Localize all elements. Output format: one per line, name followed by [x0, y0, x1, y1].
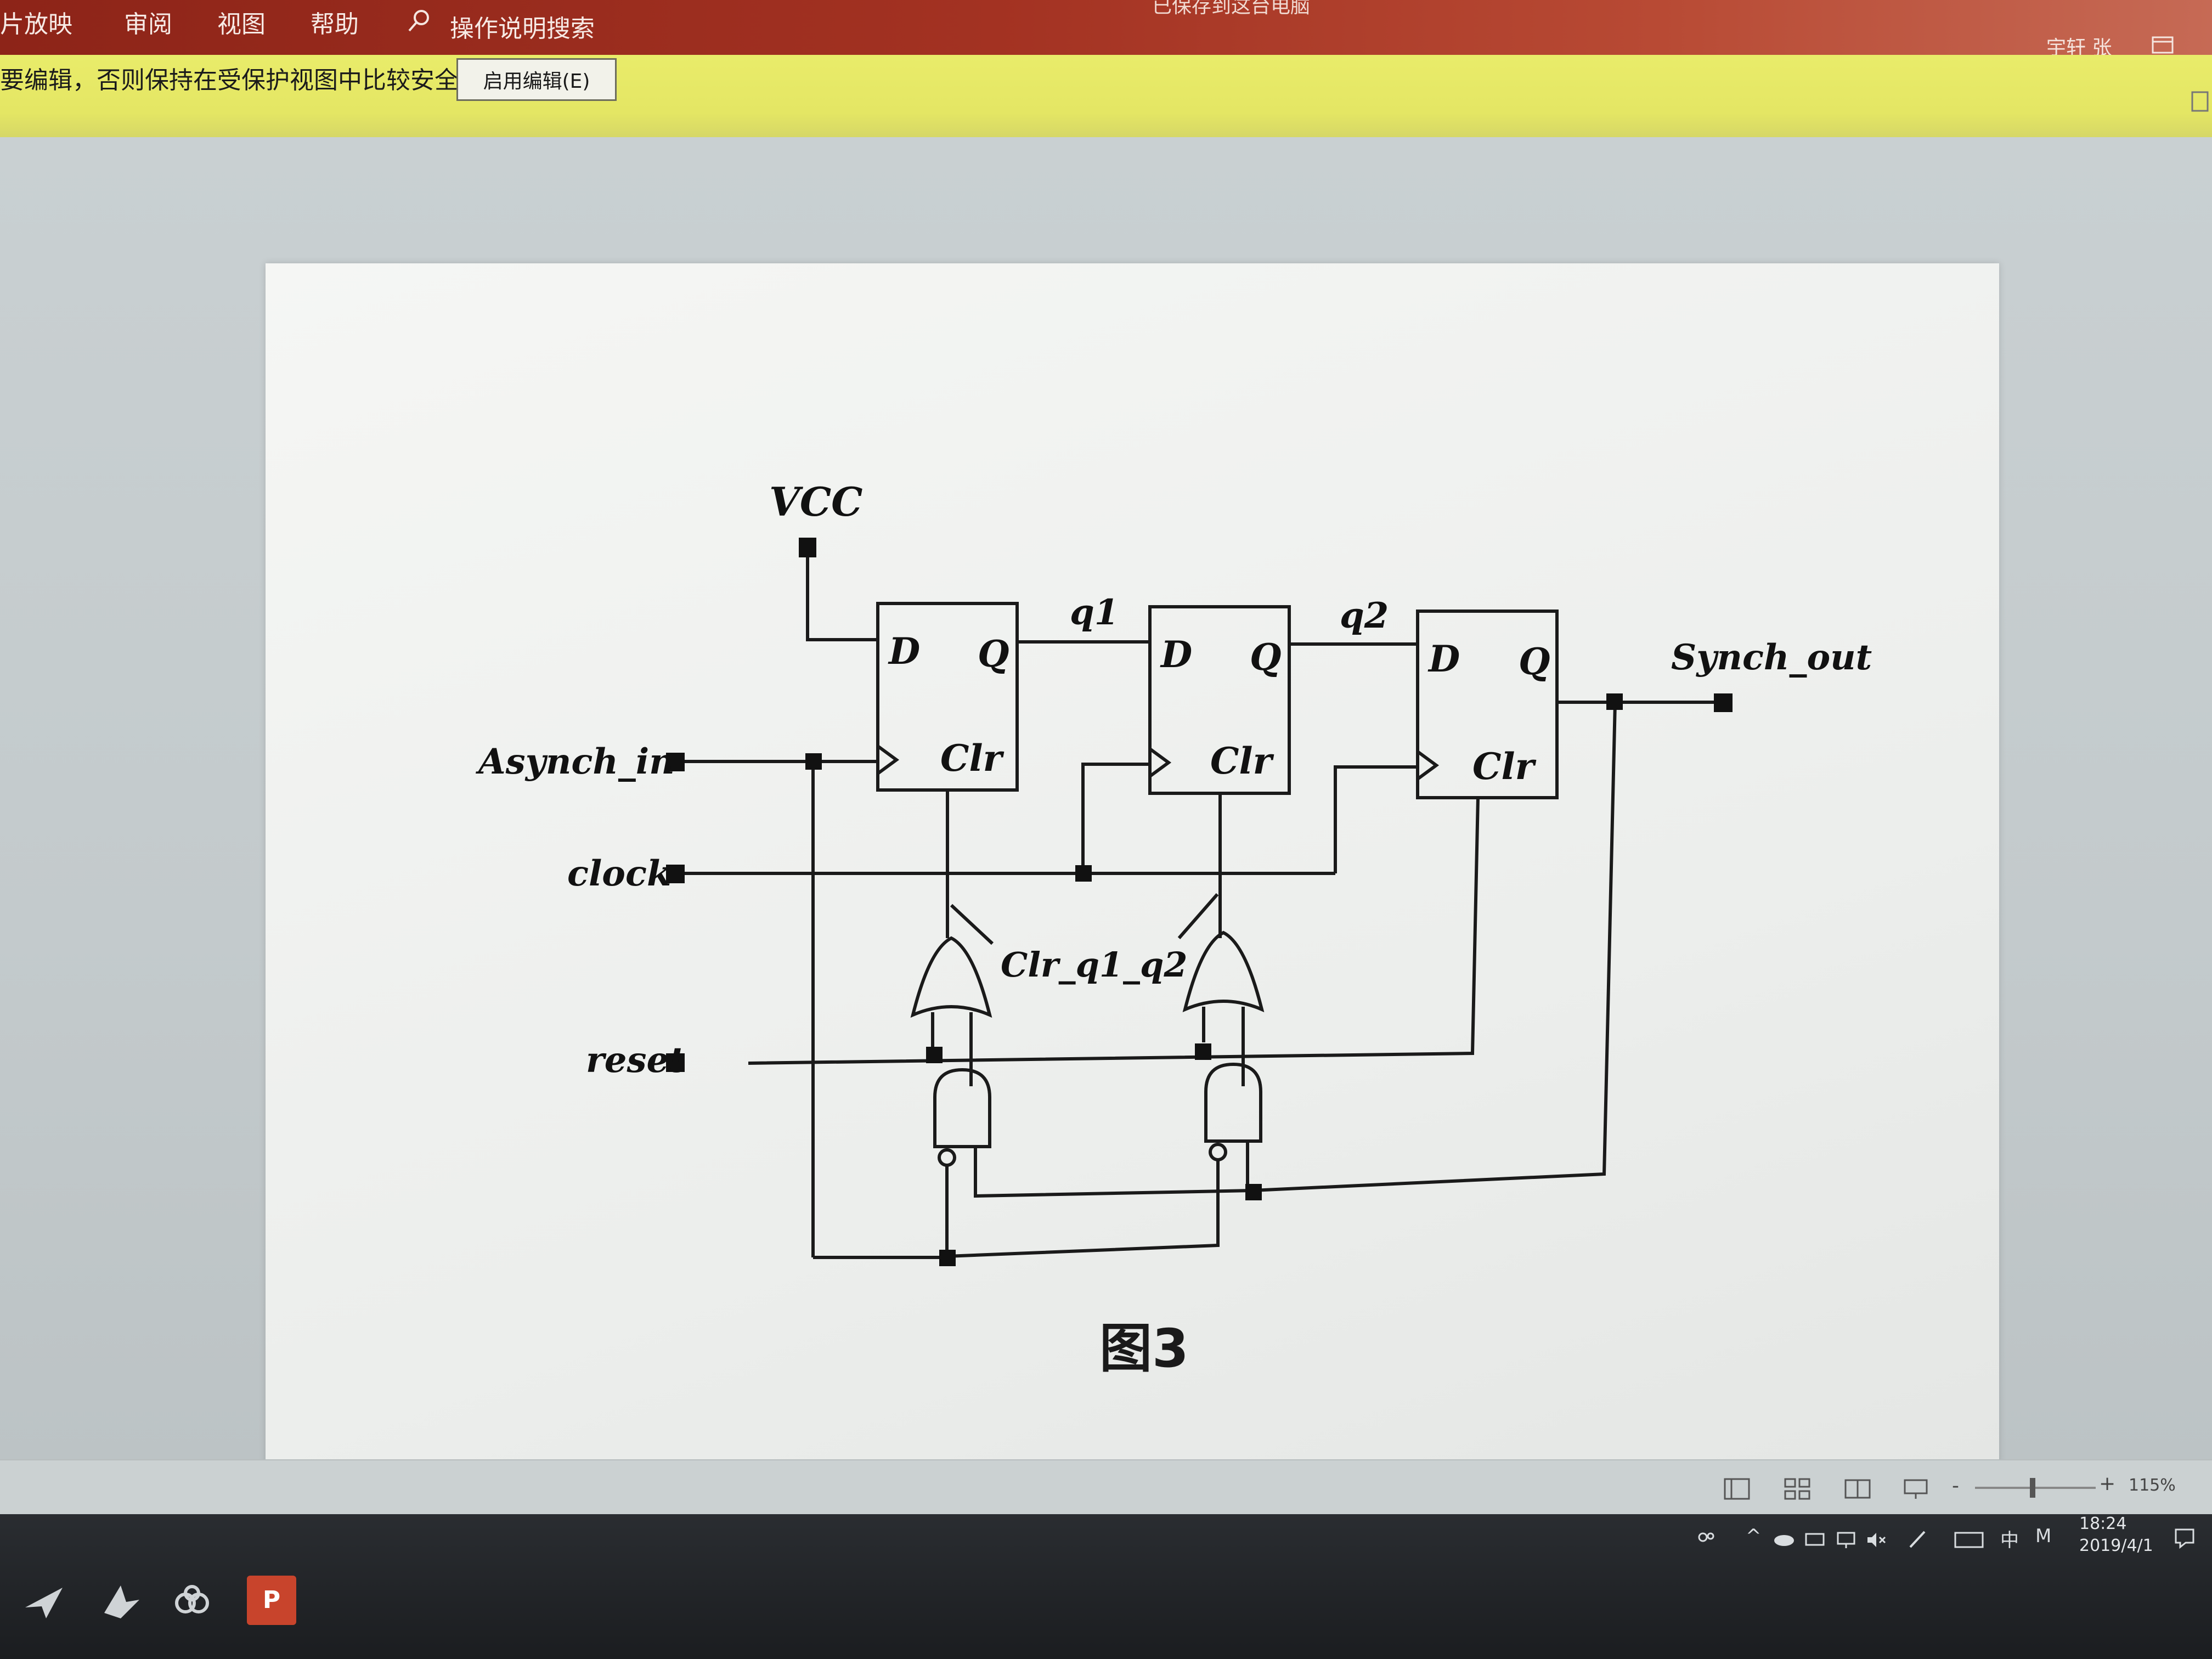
menu-review[interactable]: 审阅: [124, 10, 172, 38]
zoom-out-button[interactable]: -: [1952, 1475, 1959, 1497]
ff2-q-label: Q: [1250, 636, 1282, 679]
reset-label: reset: [586, 1040, 685, 1081]
notification-icon[interactable]: [2172, 1526, 2197, 1550]
ribbon-menu-bar: 片放映 审阅 视图 帮助 操作说明搜索 已保存到这台电脑 宇轩 张: [0, 0, 2212, 59]
circuit-diagram: VCC Asynch_in clock reset q1 q2 Synch_ou…: [476, 478, 1872, 1266]
zoom-in-button[interactable]: +: [2099, 1472, 2116, 1495]
normal-view-icon[interactable]: [1723, 1477, 1751, 1501]
ff2-d-label: D: [1160, 633, 1192, 676]
ff3-q-label: Q: [1519, 640, 1550, 683]
volume-muted-icon[interactable]: [1865, 1531, 1887, 1549]
onedrive-icon[interactable]: [1772, 1531, 1796, 1547]
powerpoint-letter: P: [262, 1586, 281, 1614]
slide-page: VCC Asynch_in clock reset q1 q2 Synch_ou…: [266, 263, 1999, 1569]
q2-label: q2: [1340, 595, 1389, 636]
menu-help[interactable]: 帮助: [311, 10, 359, 38]
ff3-clr-label: Clr: [1472, 745, 1537, 788]
slide-sorter-icon[interactable]: [1783, 1477, 1812, 1501]
protected-view-message: 要编辑，否则保持在受保护视图中比较安全。: [0, 66, 483, 94]
keyboard-icon[interactable]: [1954, 1531, 1984, 1549]
people-icon[interactable]: [1695, 1530, 1717, 1551]
taskbar: ^ 中 M 18:24 2019/4/1 P: [0, 1514, 2212, 1659]
bird-app-icon[interactable]: [99, 1580, 143, 1624]
menu-view[interactable]: 视图: [217, 10, 266, 38]
battery-icon[interactable]: [1805, 1531, 1827, 1548]
clock-date[interactable]: 2019/4/1: [2079, 1536, 2153, 1555]
ff1-d-label: D: [888, 630, 920, 673]
tell-me-search[interactable]: 操作说明搜索: [450, 15, 595, 43]
clr-q1-q2-label: Clr_q1_q2: [1001, 945, 1188, 985]
slideshow-icon[interactable]: [1901, 1477, 1930, 1501]
zoom-slider-thumb[interactable]: [2030, 1478, 2035, 1498]
zoom-slider[interactable]: [1975, 1487, 2096, 1489]
status-bar: - + 115%: [0, 1459, 2212, 1515]
ff2-clr-label: Clr: [1210, 740, 1274, 782]
figure-caption: 图3: [1099, 1318, 1189, 1379]
baidu-netdisk-icon[interactable]: [170, 1580, 214, 1624]
asynch-in-label: Asynch_in: [476, 741, 675, 782]
search-icon[interactable]: [406, 8, 432, 34]
enable-editing-button[interactable]: 启用编辑(E): [456, 58, 617, 101]
protected-view-bar: 要编辑，否则保持在受保护视图中比较安全。 启用编辑(E): [0, 55, 2212, 137]
ribbon-display-options-icon[interactable]: [2151, 34, 2175, 56]
document-area: VCC Asynch_in clock reset q1 q2 Synch_ou…: [0, 137, 2212, 1569]
ff3-d-label: D: [1427, 637, 1460, 680]
ff1-clr-label: Clr: [940, 737, 1005, 780]
window-title: 已保存到这台电脑: [1152, 0, 1311, 18]
network-icon[interactable]: [1836, 1531, 1858, 1549]
input-method[interactable]: M: [2035, 1525, 2052, 1547]
paper-plane-icon[interactable]: [22, 1580, 66, 1624]
flip-flop-3: [1416, 610, 1559, 799]
zoom-level[interactable]: 115%: [2129, 1476, 2176, 1495]
menu-slideshow[interactable]: 片放映: [0, 10, 72, 38]
input-language[interactable]: 中: [2000, 1530, 2019, 1551]
powerpoint-taskbar-icon[interactable]: P: [247, 1576, 296, 1625]
q1-label: q1: [1070, 592, 1119, 633]
reading-view-icon[interactable]: [1843, 1477, 1872, 1501]
tray-chevron-up-icon[interactable]: ^: [1746, 1525, 1762, 1547]
pen-icon[interactable]: [1907, 1528, 1929, 1550]
edit-icon[interactable]: [2189, 88, 2211, 115]
synch-out-label: Synch_out: [1671, 637, 1872, 678]
clock-time[interactable]: 18:24: [2079, 1514, 2127, 1533]
vcc-label: VCC: [769, 478, 862, 525]
ff1-q-label: Q: [978, 633, 1009, 675]
clock-label: clock: [567, 853, 671, 894]
